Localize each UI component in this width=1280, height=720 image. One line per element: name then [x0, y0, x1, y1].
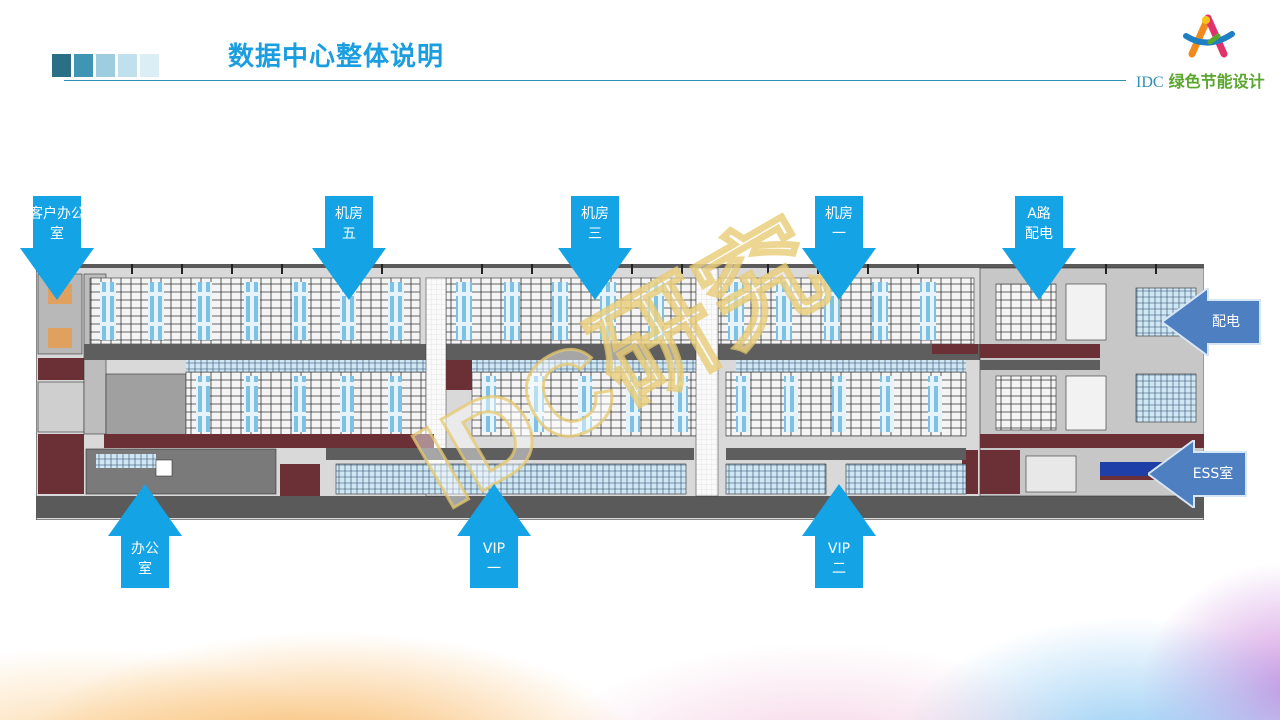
- arrow-down-icon: [802, 196, 876, 300]
- label-power: 配电: [1212, 314, 1240, 330]
- arrow-up-icon: [457, 484, 531, 588]
- idc-logo-icon: [1183, 14, 1235, 58]
- label-ess-room: ESS室: [1192, 466, 1234, 482]
- logo: IDC 绿色节能设计: [1136, 14, 1270, 92]
- arrow-left-icon: [1162, 288, 1261, 356]
- header-square: [96, 54, 115, 77]
- arrow-up-icon: [108, 484, 182, 588]
- arrow-down-icon: [20, 196, 94, 300]
- header-squares: [52, 54, 159, 77]
- label-room-three: 机房三: [581, 206, 609, 242]
- header-square: [74, 54, 93, 77]
- header-square: [140, 54, 159, 77]
- slide-title: 数据中心整体说明: [228, 42, 445, 72]
- label-vip-two: VIP二: [827, 541, 851, 577]
- arrow-up-icon: [802, 484, 876, 588]
- label-room-five: 机房五: [335, 206, 363, 242]
- floor-plan: [35, 263, 1205, 524]
- label-room-one: 机房一: [825, 206, 853, 242]
- logo-caption: 绿色节能设计: [1168, 72, 1265, 91]
- header-square: [118, 54, 137, 77]
- label-office: 办公室: [131, 541, 159, 577]
- label-vip-one: VIP一: [482, 541, 506, 577]
- arrow-down-icon: [312, 196, 386, 300]
- logo-prefix: IDC: [1136, 74, 1164, 91]
- arrow-down-icon: [558, 196, 632, 300]
- arrow-left-icon: [1148, 440, 1247, 508]
- label-a-power: A路配电: [1025, 206, 1053, 242]
- label-client-office: 客户办公室: [29, 206, 85, 242]
- floor-plan-drawing: [35, 263, 1205, 521]
- arrow-down-icon: [1002, 196, 1076, 300]
- header-square: [52, 54, 71, 77]
- title-underline: [64, 80, 1126, 81]
- logo-text: IDC 绿色节能设计: [1136, 68, 1265, 92]
